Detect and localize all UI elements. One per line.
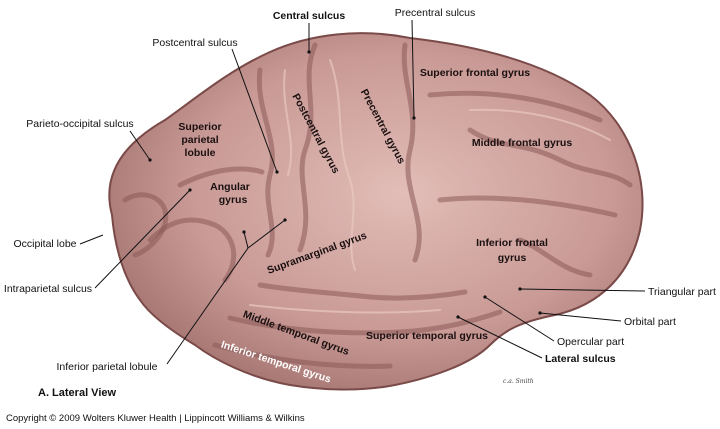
superior-parietal-lobule-label-line2: parietal (181, 134, 218, 146)
angular-gyrus-label-line2: gyrus (219, 194, 248, 206)
intraparietal-sulcus-label: Intraparietal sulcus (4, 283, 92, 295)
brain-illustration (108, 32, 644, 391)
intraparietal-sulcus-leader (94, 189, 191, 289)
frontal-fold-2 (517, 237, 593, 278)
lateral-sulcus-label: Lateral sulcus (545, 353, 616, 365)
angular-gyrus-label-line1: Angular (210, 181, 250, 193)
superior-frontal-gyrus-label: Superior frontal gyrus (420, 67, 530, 79)
lateral-sulcus-leader (457, 316, 543, 359)
occipital-lobe-leader (79, 234, 104, 245)
gyrus-highlight-3 (469, 108, 611, 141)
gyrus-highlight-4 (249, 304, 441, 314)
gyrus-highlight-2 (283, 69, 292, 176)
triangular-part-leader (519, 288, 646, 292)
precentral-sulcus-fold (401, 42, 422, 263)
brain-outline (108, 32, 644, 391)
artist-signature: c.a. Smith (503, 378, 534, 385)
intraparietal-sulcus-leader-dot (188, 188, 192, 192)
inferior-parietal-lobule-label: Inferior parietal lobule (57, 361, 158, 373)
lateral-sulcus-leader-dot (456, 315, 460, 319)
superior-temporal-gyrus-label: Superior temporal gyrus (366, 330, 488, 342)
postcentral-sulcus-fold (256, 67, 275, 258)
central-sulcus-fold (297, 42, 318, 253)
inferior-parietal-lobule-leader-dot-1 (242, 230, 246, 234)
precentral-sulcus-label: Precentral sulcus (395, 7, 476, 19)
gyrus-highlight-1 (329, 59, 356, 271)
superior-parietal-lobule-label-line1: Superior (178, 121, 221, 133)
orbital-part-leader (539, 312, 622, 322)
postcentral-sulcus-label: Postcentral sulcus (152, 37, 237, 49)
opercular-part-leader (484, 296, 555, 342)
intraparietal-sulcus-fold (177, 166, 265, 188)
opercular-part-leader-dot (483, 295, 487, 299)
central-sulcus-leader-dot (307, 50, 311, 54)
parieto-occipital-sulcus-leader-dot (148, 158, 152, 162)
triangular-part-label: Triangular part (648, 286, 716, 298)
copyright-notice: Copyright © 2009 Wolters Kluwer Health |… (6, 413, 305, 424)
frontal-fold-1 (467, 127, 633, 188)
inferior-temporal-sulcus-fold (212, 342, 393, 369)
superior-frontal-sulcus-fold (427, 90, 603, 123)
postcentral-sulcus-leader-dot (275, 170, 279, 174)
inferior-frontal-gyrus-label-line1: Inferior frontal (476, 237, 548, 249)
occipital-lobe-label: Occipital lobe (13, 238, 76, 250)
parieto-occipital-sulcus-label: Parieto-occipital sulcus (26, 118, 133, 130)
precentral-sulcus-leader-dot (412, 116, 416, 120)
inferior-frontal-gyrus-label-line2: gyrus (498, 252, 527, 264)
triangular-part-leader-dot (518, 287, 522, 291)
inferior-parietal-lobule-leader-2 (247, 219, 286, 249)
superior-parietal-lobule-label-line3: lobule (185, 147, 216, 159)
inferior-parietal-lobule-leader-dot-2 (283, 218, 287, 222)
middle-frontal-gyrus-label: Middle frontal gyrus (472, 137, 573, 149)
occipital-fold (122, 192, 169, 258)
parietal-fold (147, 217, 237, 283)
opercular-part-label: Opercular part (557, 336, 624, 348)
parieto-occipital-sulcus-leader (129, 130, 151, 161)
orbital-part-label: Orbital part (624, 316, 676, 328)
external-labels: Central sulcus Precentral sulcus Postcen… (4, 7, 716, 373)
view-caption: A. Lateral View (38, 387, 116, 399)
lateral-sulcus-fold (257, 282, 468, 301)
orbital-part-leader-dot (538, 311, 542, 315)
postcentral-sulcus-leader (231, 48, 278, 173)
central-sulcus-label: Central sulcus (273, 10, 346, 22)
inferior-frontal-sulcus-fold (437, 195, 618, 218)
precentral-sulcus-leader (411, 19, 415, 119)
